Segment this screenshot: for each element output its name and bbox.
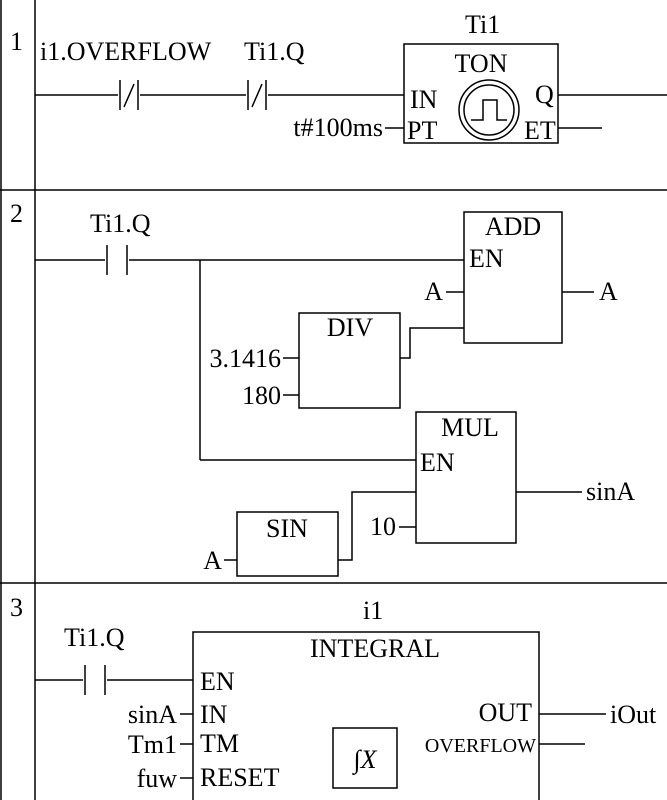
wire-div-to-add (400, 327, 464, 359)
rung-1: 1 i1.OVERFLOW Ti1.Q Ti1 TON IN PT Q ET t (10, 10, 667, 145)
add-output-var: A (599, 277, 618, 306)
div-input-1: 3.1416 (210, 344, 282, 373)
contact-label: Ti1.Q (90, 209, 151, 238)
block-type: DIV (327, 313, 373, 342)
contact-label: Ti1.Q (64, 623, 125, 652)
block-type: ADD (485, 212, 541, 241)
reset-var: fuw (137, 764, 178, 793)
out-var: iOut (610, 700, 657, 729)
block-type: TON (455, 49, 508, 78)
pin-tm: TM (200, 729, 239, 758)
div-block[interactable] (298, 312, 401, 409)
wire-sin-to-mul (338, 491, 416, 561)
pin-q: Q (535, 80, 554, 109)
ton-block[interactable] (403, 43, 559, 144)
block-instance: i1 (363, 596, 383, 625)
pin-in: IN (200, 700, 228, 729)
add-input-var: A (424, 277, 443, 306)
block-type: INTEGRAL (310, 634, 440, 663)
tm-var: Tm1 (128, 730, 177, 759)
nc-contact-2[interactable] (247, 80, 267, 110)
pin-en: EN (420, 448, 455, 477)
rung-number: 3 (10, 593, 23, 622)
in-var: sinA (128, 700, 177, 729)
rung-number: 1 (10, 27, 23, 56)
svg-text:∫X: ∫X (351, 745, 377, 775)
sin-input-var: A (203, 546, 222, 575)
mul-block[interactable] (415, 411, 517, 544)
sin-block[interactable] (236, 511, 339, 577)
pin-en: EN (200, 667, 235, 696)
timer-clock-icon (458, 79, 520, 141)
block-type: MUL (441, 413, 499, 442)
mul-input-2: 10 (370, 512, 396, 541)
div-input-2: 180 (242, 381, 281, 410)
rung-number: 2 (10, 199, 23, 228)
pt-value: t#100ms (293, 113, 383, 142)
block-instance: Ti1 (465, 10, 500, 39)
rung-2: 2 Ti1.Q ADD EN A A DIV 3.1416 180 MUL EN… (10, 199, 635, 577)
pin-et: ET (524, 116, 556, 145)
pin-in: IN (410, 85, 438, 114)
rung-3: 3 i1 Ti1.Q INTEGRAL EN IN TM RESET OUT O… (10, 593, 657, 800)
mul-output-var: sinA (586, 477, 635, 506)
pin-reset: RESET (200, 763, 280, 792)
pin-en: EN (469, 244, 504, 273)
pin-out: OUT (479, 698, 533, 727)
nc-contact-1[interactable] (119, 80, 139, 110)
no-contact[interactable] (84, 665, 106, 695)
block-type: SIN (266, 514, 308, 543)
pin-overflow: OVERFLOW (425, 735, 536, 757)
no-contact[interactable] (106, 245, 128, 275)
add-block[interactable] (463, 211, 563, 344)
pin-pt: PT (407, 116, 437, 145)
contact-label: Ti1.Q (244, 37, 305, 66)
integral-icon: ∫X (332, 727, 398, 789)
contact-label: i1.OVERFLOW (40, 37, 212, 66)
